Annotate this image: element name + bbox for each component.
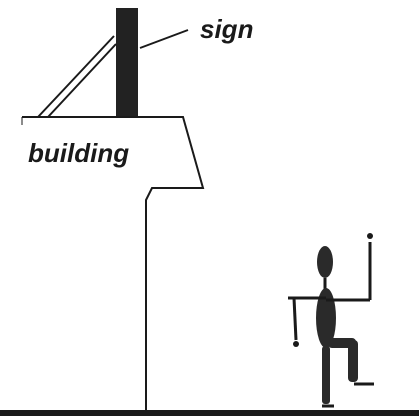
sign-leader-line <box>140 30 188 48</box>
building-label: building <box>28 140 129 166</box>
sign-strut-inner <box>48 44 116 117</box>
person-hand-raised <box>367 233 373 239</box>
person-figure <box>288 233 374 406</box>
person-hand-left <box>293 341 299 347</box>
person-leg-standing <box>322 346 330 404</box>
sign-label: sign <box>200 16 253 42</box>
sign-strut-outer <box>38 36 114 117</box>
sign-shape <box>116 8 138 118</box>
person-head <box>317 246 333 278</box>
ground-line <box>0 410 419 416</box>
person-shin-raised <box>348 340 358 382</box>
person-arm-lower-left <box>294 298 296 340</box>
